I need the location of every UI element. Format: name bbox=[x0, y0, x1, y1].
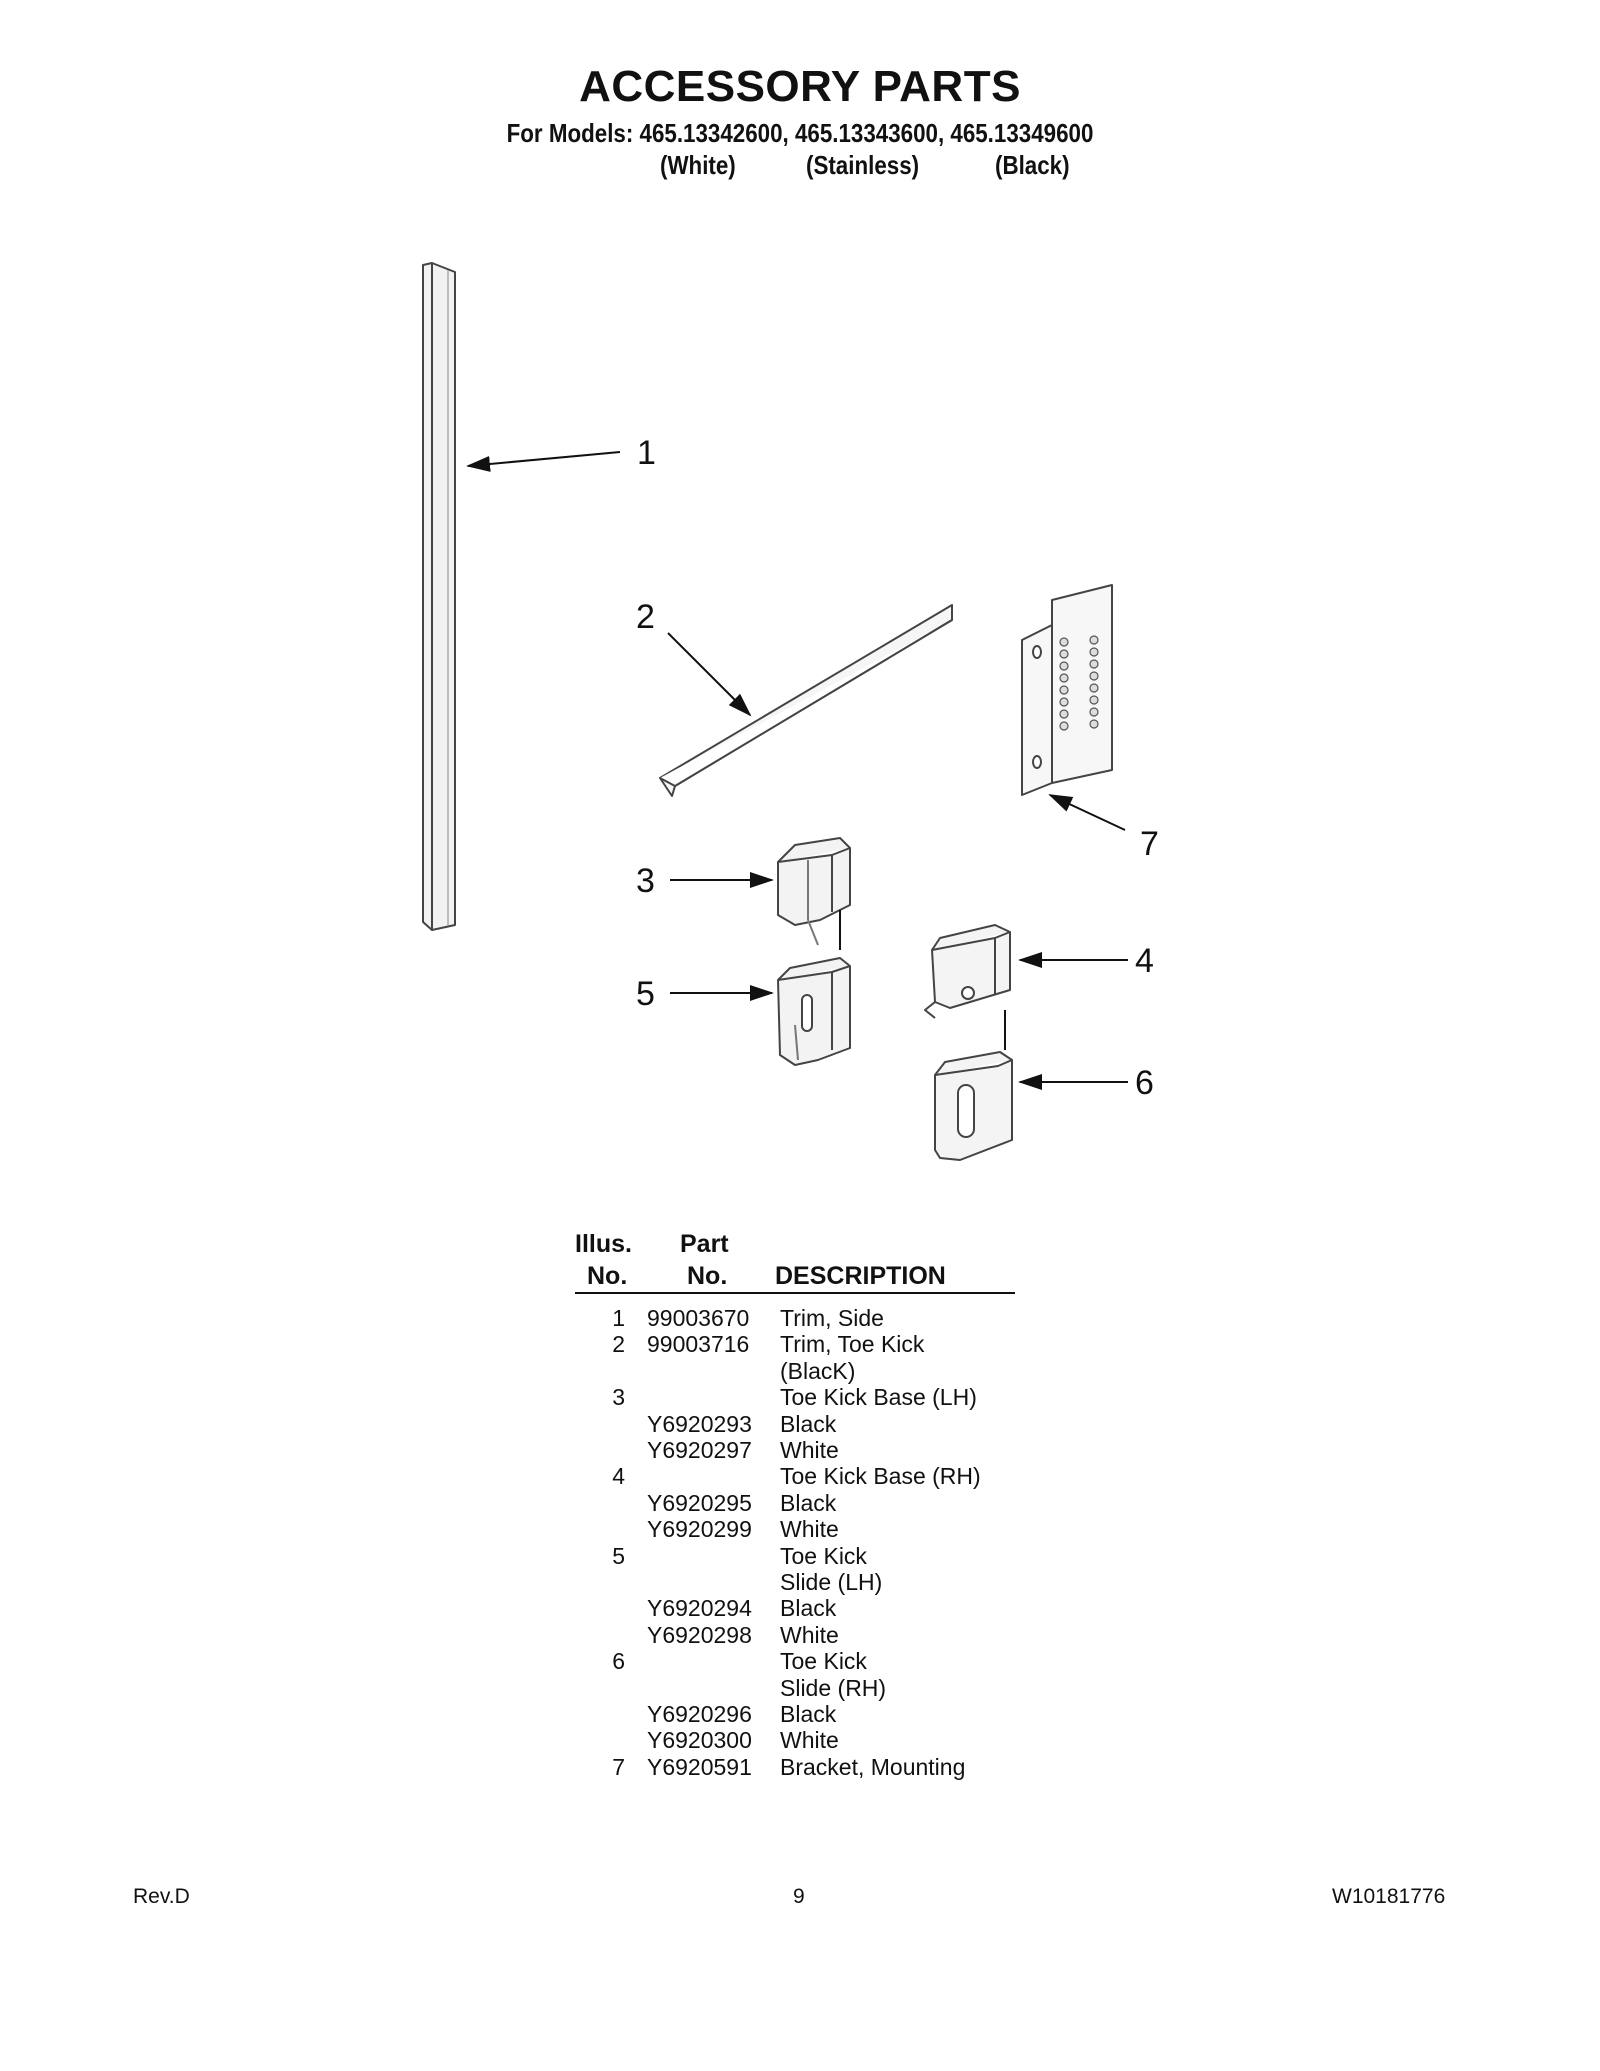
part-number-cell: Y6920295 bbox=[647, 1489, 752, 1516]
callout-4: 4 bbox=[1135, 942, 1154, 980]
revision-label: Rev.D bbox=[133, 1885, 190, 1908]
description-cell: Toe Kick Base (LH) bbox=[780, 1384, 977, 1411]
exploded-parts-diagram: 1 2 3 4 5 6 7 bbox=[422, 262, 1159, 1161]
description-cell: White bbox=[780, 1621, 839, 1648]
description-cell: Black bbox=[780, 1489, 837, 1516]
leader-arrow-1 bbox=[466, 451, 621, 472]
description-cell: Slide (RH) bbox=[780, 1674, 887, 1701]
illus-number-cell: 1 bbox=[612, 1305, 625, 1331]
part-number-cell: Y6920299 bbox=[647, 1516, 752, 1543]
header-illus-top: Illus. bbox=[575, 1230, 632, 1258]
description-cell: Slide (LH) bbox=[780, 1569, 883, 1595]
header-part-bottom: No. bbox=[687, 1262, 728, 1290]
description-cell: Trim, Toe Kick bbox=[780, 1331, 925, 1358]
description-cell: Bracket, Mounting bbox=[780, 1753, 966, 1780]
description-cell: Black bbox=[780, 1701, 837, 1727]
leader-arrow-7 bbox=[1048, 794, 1126, 831]
side-trim-part bbox=[422, 262, 456, 931]
callout-3: 3 bbox=[636, 862, 655, 900]
page-number: 9 bbox=[793, 1885, 805, 1908]
variant-stainless: (Stainless) bbox=[806, 150, 920, 180]
callout-7: 7 bbox=[1140, 825, 1159, 863]
part-number-cell: Y6920296 bbox=[647, 1701, 752, 1727]
description-cell: Black bbox=[780, 1595, 837, 1622]
part-number-cell: 99003716 bbox=[647, 1331, 750, 1358]
variant-black: (Black) bbox=[995, 150, 1070, 180]
header-illus-bottom: No. bbox=[587, 1262, 628, 1290]
description-cell: Black bbox=[780, 1410, 837, 1437]
part-number-cell: Y6920293 bbox=[647, 1410, 752, 1437]
toe-kick-slide-rh-part bbox=[934, 1051, 1013, 1161]
callout-6: 6 bbox=[1135, 1064, 1154, 1102]
part-number-cell: Y6920294 bbox=[647, 1595, 752, 1622]
description-cell: Toe Kick bbox=[780, 1648, 867, 1675]
part-number-cell: 99003670 bbox=[647, 1305, 750, 1331]
callout-2: 2 bbox=[636, 598, 655, 636]
description-cell: White bbox=[780, 1437, 839, 1463]
models-line: For Models: 465.13342600, 465.13343600, … bbox=[506, 118, 1094, 148]
mounting-bracket-part bbox=[1021, 584, 1113, 796]
page-title: ACCESSORY PARTS bbox=[579, 62, 1021, 111]
description-cell: (BlacK) bbox=[780, 1357, 856, 1384]
description-cell: Trim, Side bbox=[780, 1305, 884, 1331]
toe-kick-base-lh-part bbox=[777, 837, 851, 946]
toe-kick-trim-part bbox=[659, 604, 953, 797]
part-number-cell: Y6920591 bbox=[647, 1753, 752, 1780]
description-cell: White bbox=[780, 1727, 839, 1754]
description-cell: Toe Kick bbox=[780, 1542, 867, 1569]
callout-5: 5 bbox=[636, 975, 655, 1013]
description-cell: White bbox=[780, 1516, 839, 1543]
part-number-cell: Y6920297 bbox=[647, 1437, 752, 1463]
leader-arrow-2 bbox=[667, 632, 752, 717]
description-cell: Toe Kick Base (RH) bbox=[780, 1463, 981, 1490]
illus-number-cell: 4 bbox=[612, 1463, 625, 1490]
variant-white: (White) bbox=[660, 150, 736, 180]
toe-kick-base-rh-part bbox=[924, 924, 1011, 1019]
part-number-cell: Y6920300 bbox=[647, 1727, 752, 1754]
illus-number-cell: 3 bbox=[612, 1384, 625, 1411]
header-part-top: Part bbox=[680, 1230, 729, 1258]
document-number: W10181776 bbox=[1332, 1885, 1446, 1908]
header-description: DESCRIPTION bbox=[775, 1262, 946, 1290]
illus-number-cell: 6 bbox=[612, 1648, 625, 1675]
illus-number-cell: 2 bbox=[612, 1331, 625, 1358]
toe-kick-slide-lh-part bbox=[777, 957, 851, 1066]
illus-number-cell: 7 bbox=[612, 1753, 625, 1780]
part-number-cell: Y6920298 bbox=[647, 1621, 752, 1648]
header-rule bbox=[575, 1292, 1015, 1294]
callout-1: 1 bbox=[637, 434, 656, 472]
illus-number-cell: 5 bbox=[612, 1542, 625, 1569]
